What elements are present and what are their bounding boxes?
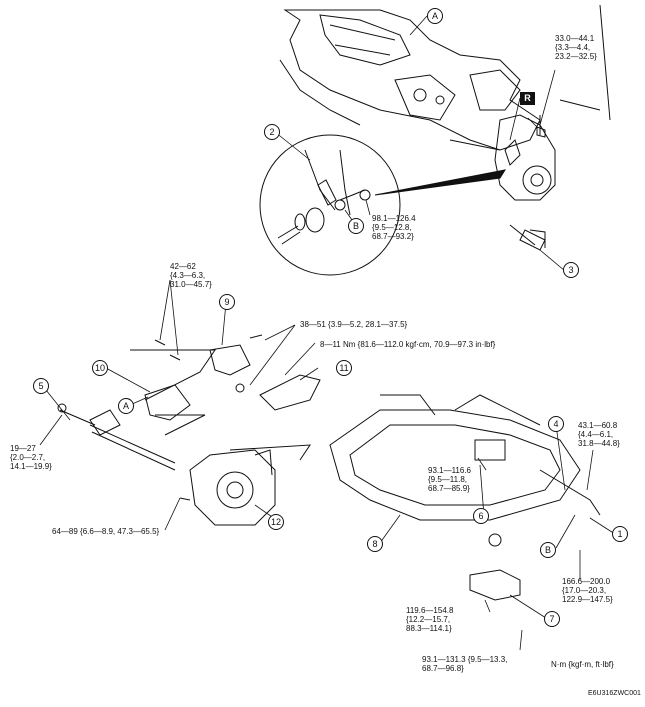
- callout-6: 6: [473, 508, 489, 524]
- torque-spec-42: 42—62{4.3—6.3,31.0—45.7}: [170, 262, 212, 289]
- callout-8: 8: [367, 536, 383, 552]
- torque-spec-inset: 98.1—126.4{9.5—12.8,68.7—93.2}: [372, 214, 416, 241]
- torque-spec-43: 43.1—60.8{4.4—6.1,31.8—44.8}: [578, 421, 620, 448]
- torque-spec-93b: 93.1—131.3 {9.5—13.3,68.7—96.8}: [422, 655, 508, 673]
- torque-spec-top-right: 33.0—44.1{3.3—4.4,23.2—32.5}: [555, 34, 597, 61]
- callout-1: 1: [612, 526, 628, 542]
- callout-10: 10: [92, 360, 108, 376]
- unit-note: N·m {kgf·m, ft·lbf}: [551, 660, 614, 669]
- callout-b-bottom: B: [540, 542, 556, 558]
- bracket-illustrations: [130, 334, 321, 436]
- leader-lines: [39, 15, 616, 651]
- torque-spec-119: 119.6—154.8{12.2—15.7,88.3—114.1}: [406, 606, 454, 633]
- callout-a-mid: A: [118, 398, 134, 414]
- callout-2: 2: [264, 124, 280, 140]
- callout-3: 3: [563, 262, 579, 278]
- callout-9: 9: [219, 294, 235, 310]
- callout-11: 11: [336, 360, 352, 376]
- figure-code: E6U316ZWC001: [588, 690, 641, 697]
- power-steering-pump-illustration: [179, 444, 311, 526]
- inset-pointer: [374, 169, 507, 196]
- torque-spec-8: 8—11 Nm {81.6—112.0 kgf·cm, 70.9—97.3 in…: [320, 340, 496, 349]
- steering-gear-illustration: [57, 403, 176, 471]
- torque-spec-19: 19—27{2.0—2.7,14.1—19.9}: [10, 444, 52, 471]
- engine-block-illustration: [279, 4, 611, 151]
- callout-4: 4: [548, 416, 564, 432]
- callout-a-top: A: [427, 8, 443, 24]
- crossmember-illustration: [329, 394, 601, 601]
- inset-detail-circle: [259, 134, 401, 276]
- callout-7: 7: [544, 611, 560, 627]
- r-badge: R: [520, 92, 535, 105]
- callout-12: 12: [268, 514, 284, 530]
- steering-knuckle-illustration: [494, 114, 556, 251]
- torque-spec-38: 38—51 {3.9—5.2, 28.1—37.5}: [300, 320, 408, 329]
- callout-b-inset: B: [348, 218, 364, 234]
- torque-spec-64: 64—89 {6.6—8.9, 47.3—65.5}: [52, 527, 160, 536]
- callout-5: 5: [33, 378, 49, 394]
- torque-spec-93a: 93.1—116.6{9.5—11.8,68.7—85.9}: [428, 466, 471, 493]
- torque-spec-166: 166.6—200.0{17.0—20.3,122.9—147.5}: [562, 577, 613, 604]
